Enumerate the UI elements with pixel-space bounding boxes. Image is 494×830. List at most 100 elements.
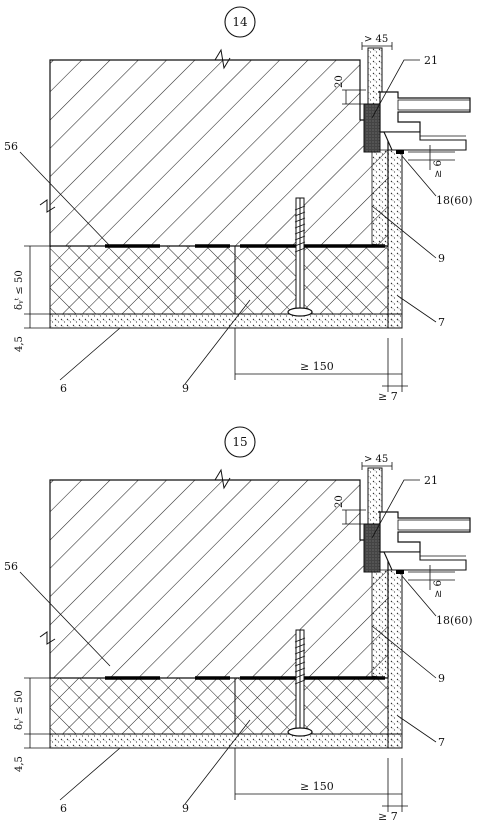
dowel-thread bbox=[294, 229, 306, 235]
ref-7-label: 7 bbox=[438, 316, 445, 329]
window-sill-plaster bbox=[367, 467, 383, 525]
plaster-side bbox=[387, 149, 403, 329]
dim-line-7 bbox=[382, 758, 408, 812]
dim-150-label: ≥ 150 bbox=[300, 780, 334, 793]
dim-line-top bbox=[361, 42, 393, 50]
dowel-thread bbox=[294, 637, 306, 643]
dim-line-left bbox=[24, 245, 52, 329]
break-line bbox=[214, 48, 231, 70]
dim-line-left bbox=[24, 677, 52, 749]
dim-line-7 bbox=[382, 338, 408, 392]
figure-number-circle bbox=[224, 6, 256, 38]
dim-line-6 bbox=[408, 145, 455, 170]
dim-ge7-label: ≥ 7 bbox=[378, 810, 398, 823]
leader-9a bbox=[371, 625, 437, 679]
dowel-plate bbox=[287, 727, 313, 737]
dim-line-20 bbox=[342, 89, 366, 105]
dim-line-top bbox=[361, 462, 393, 470]
ref-56-label: 56 bbox=[4, 140, 18, 153]
dowel-plate bbox=[287, 307, 313, 317]
figure-number-circle bbox=[224, 426, 256, 458]
concrete-slab bbox=[49, 479, 389, 679]
ref-6-label: 6 bbox=[60, 382, 67, 395]
sealing-tape-18 bbox=[396, 570, 404, 574]
dim-150-label: ≥ 150 bbox=[300, 360, 334, 373]
leader-9b bbox=[184, 719, 251, 805]
break-line bbox=[214, 468, 231, 490]
reveal-plaster bbox=[371, 149, 389, 247]
ref-7-label: 7 bbox=[438, 736, 445, 749]
dim-45-label: 4,5 bbox=[14, 756, 25, 772]
leader-9a bbox=[371, 205, 437, 259]
dim-line-6 bbox=[408, 565, 455, 590]
left-break-line bbox=[39, 199, 56, 213]
dowel-thread bbox=[294, 205, 306, 211]
dowel-thread bbox=[294, 649, 306, 655]
leader-21 bbox=[371, 59, 420, 119]
window-frame bbox=[378, 511, 471, 553]
ref-21-label: 21 bbox=[424, 474, 438, 487]
dim-delta-label: δᵧᵗ ≤ 50 bbox=[14, 690, 25, 730]
plaster-layer bbox=[49, 313, 403, 329]
window-frame bbox=[378, 91, 471, 133]
dim-top-label: > 45 bbox=[364, 34, 388, 45]
dowel-thread bbox=[294, 217, 306, 223]
figure-number: 15 bbox=[232, 435, 247, 449]
dim-line-20 bbox=[342, 509, 366, 525]
leader-7 bbox=[397, 295, 437, 323]
leader-21 bbox=[371, 479, 420, 539]
leader-9b bbox=[184, 299, 251, 385]
ref-9b-label: 9 bbox=[182, 382, 189, 395]
sealant-21 bbox=[363, 523, 381, 573]
window-lower-profile bbox=[383, 131, 467, 151]
ref-9a-label: 9 bbox=[438, 252, 445, 265]
dim-line-150 bbox=[234, 748, 402, 800]
dim-top-label: > 45 bbox=[364, 454, 388, 465]
ref-9a-label: 9 bbox=[438, 672, 445, 685]
left-break-line bbox=[39, 631, 56, 645]
ref-9b-label: 9 bbox=[182, 802, 189, 815]
leader-7 bbox=[397, 715, 437, 743]
leader-18 bbox=[401, 575, 437, 617]
dim-20-label: 20 bbox=[334, 75, 345, 88]
dowel-thread bbox=[294, 679, 306, 685]
insulation-layer bbox=[49, 677, 389, 735]
ref-56-label: 56 bbox=[4, 560, 18, 573]
leader-6 bbox=[59, 327, 121, 381]
dowel-thread bbox=[294, 667, 306, 673]
figure-number: 14 bbox=[232, 15, 248, 29]
ref-18-label: 18(60) bbox=[436, 614, 473, 627]
dim-delta-label: δᵧᵗ ≤ 50 bbox=[14, 270, 25, 310]
window-sill-plaster bbox=[367, 47, 383, 105]
dowel-thread bbox=[294, 211, 306, 217]
leader-56 bbox=[19, 571, 111, 667]
dowel-thread bbox=[294, 655, 306, 661]
dowel-thread bbox=[294, 673, 306, 679]
leader-56 bbox=[19, 151, 111, 247]
leader-18 bbox=[401, 155, 437, 197]
dowel-thread bbox=[294, 247, 306, 253]
reveal-plaster bbox=[371, 569, 389, 679]
dowel-thread bbox=[294, 661, 306, 667]
ref-6-label: 6 bbox=[60, 802, 67, 815]
plaster-side bbox=[387, 569, 403, 749]
dim-line-150 bbox=[234, 328, 402, 380]
dowel-thread bbox=[294, 235, 306, 241]
dowel-thread bbox=[294, 223, 306, 229]
insulation-layer bbox=[49, 245, 389, 315]
dim-45-label: 4,5 bbox=[14, 336, 25, 352]
dowel-thread bbox=[294, 241, 306, 247]
dim-ge6-label: ≥ 6 bbox=[433, 580, 444, 598]
plaster-layer bbox=[49, 733, 403, 749]
ref-21-label: 21 bbox=[424, 54, 438, 67]
dowel-thread bbox=[294, 643, 306, 649]
dim-ge6-label: ≥ 6 bbox=[433, 160, 444, 178]
window-lower-profile bbox=[383, 551, 467, 571]
window-profile bbox=[397, 519, 471, 531]
sealing-tape-18 bbox=[396, 150, 404, 154]
sealant-21 bbox=[363, 103, 381, 153]
dim-ge7-label: ≥ 7 bbox=[378, 390, 398, 403]
